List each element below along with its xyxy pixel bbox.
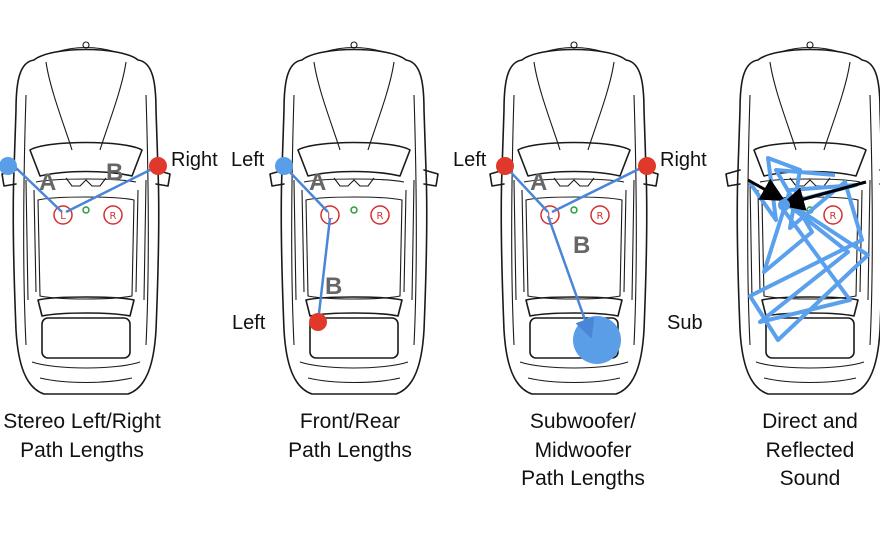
listener-seat-left xyxy=(53,205,73,225)
speaker-label-left: Left xyxy=(453,149,487,171)
speaker-label-left-rear: Left xyxy=(232,312,266,334)
speaker-left-rear-dot xyxy=(309,313,327,331)
seat-letter-left: L xyxy=(60,211,66,222)
speaker-left-front-dot xyxy=(275,157,293,175)
path-a-line xyxy=(13,165,63,213)
caption-line-1: Subwoofer/ xyxy=(530,410,636,433)
seat-letter-left: L xyxy=(327,211,333,222)
path-b-arrow xyxy=(546,215,595,339)
path-a-line xyxy=(283,165,329,213)
listener-seat-right xyxy=(103,205,123,225)
center-mark xyxy=(570,206,578,214)
caption-line-3: Path Lengths xyxy=(521,467,645,490)
path-letter-a: A xyxy=(309,169,326,196)
caption-line-1: Stereo Left/Right xyxy=(3,410,161,433)
listener-seat-right xyxy=(590,205,610,225)
panel-stereo: L R A B Right Stereo Left/Right Path Len… xyxy=(0,41,218,462)
seat-letter-right: R xyxy=(110,211,117,222)
caption-line-1: Front/Rear xyxy=(300,410,400,433)
path-letter-b: B xyxy=(573,232,590,259)
speaker-label-right: Right xyxy=(660,149,707,171)
speaker-label-sub: Sub xyxy=(667,312,703,334)
caption-line-1: Direct and xyxy=(762,410,858,433)
subwoofer-dot xyxy=(573,316,621,364)
path-letter-b: B xyxy=(106,159,123,186)
caption-line-2: Path Lengths xyxy=(288,439,412,462)
path-letter-a: A xyxy=(39,169,56,196)
direct-arrow-right xyxy=(780,180,867,211)
caption-line-3: Sound xyxy=(780,467,841,490)
speaker-left-dot xyxy=(0,157,17,175)
speaker-right-dot xyxy=(149,157,167,175)
car-topview-icon xyxy=(269,41,439,395)
path-b-line xyxy=(65,164,159,214)
path-letter-a: A xyxy=(530,169,547,196)
speaker-label-left-front: Left xyxy=(231,149,265,171)
panel-subwoofer: L R A B Left Right Sub Subwoofer/ Midwoo… xyxy=(453,41,707,490)
seat-letter-right: R xyxy=(597,211,604,222)
seat-letter-left: L xyxy=(547,211,553,222)
path-letter-b: B xyxy=(325,273,342,300)
caption-line-2: Path Lengths xyxy=(20,439,144,462)
direct-arrow-left xyxy=(747,178,786,201)
listener-seat-right xyxy=(823,205,843,225)
speaker-label-right: Right xyxy=(171,149,218,171)
listener-point xyxy=(778,199,790,211)
center-mark xyxy=(350,206,358,214)
panel-reflected: R Direct and Reflected Sound xyxy=(725,41,880,490)
car-topview-icon xyxy=(1,41,171,395)
listener-seat-right xyxy=(370,205,390,225)
panel-front-rear: L R A B Left Left Front/Rear Path Length… xyxy=(231,41,439,462)
speaker-right-dot xyxy=(638,157,656,175)
path-a-line-left xyxy=(504,165,549,213)
caption-line-2: Midwoofer xyxy=(535,439,632,462)
path-b-line xyxy=(316,217,332,323)
seat-letter-right: R xyxy=(377,211,384,222)
seat-letter-right: R xyxy=(830,211,837,222)
caption-line-2: Reflected xyxy=(766,439,855,462)
speaker-left-dot xyxy=(496,157,514,175)
path-a-line-right xyxy=(551,164,646,214)
center-mark xyxy=(82,206,90,214)
